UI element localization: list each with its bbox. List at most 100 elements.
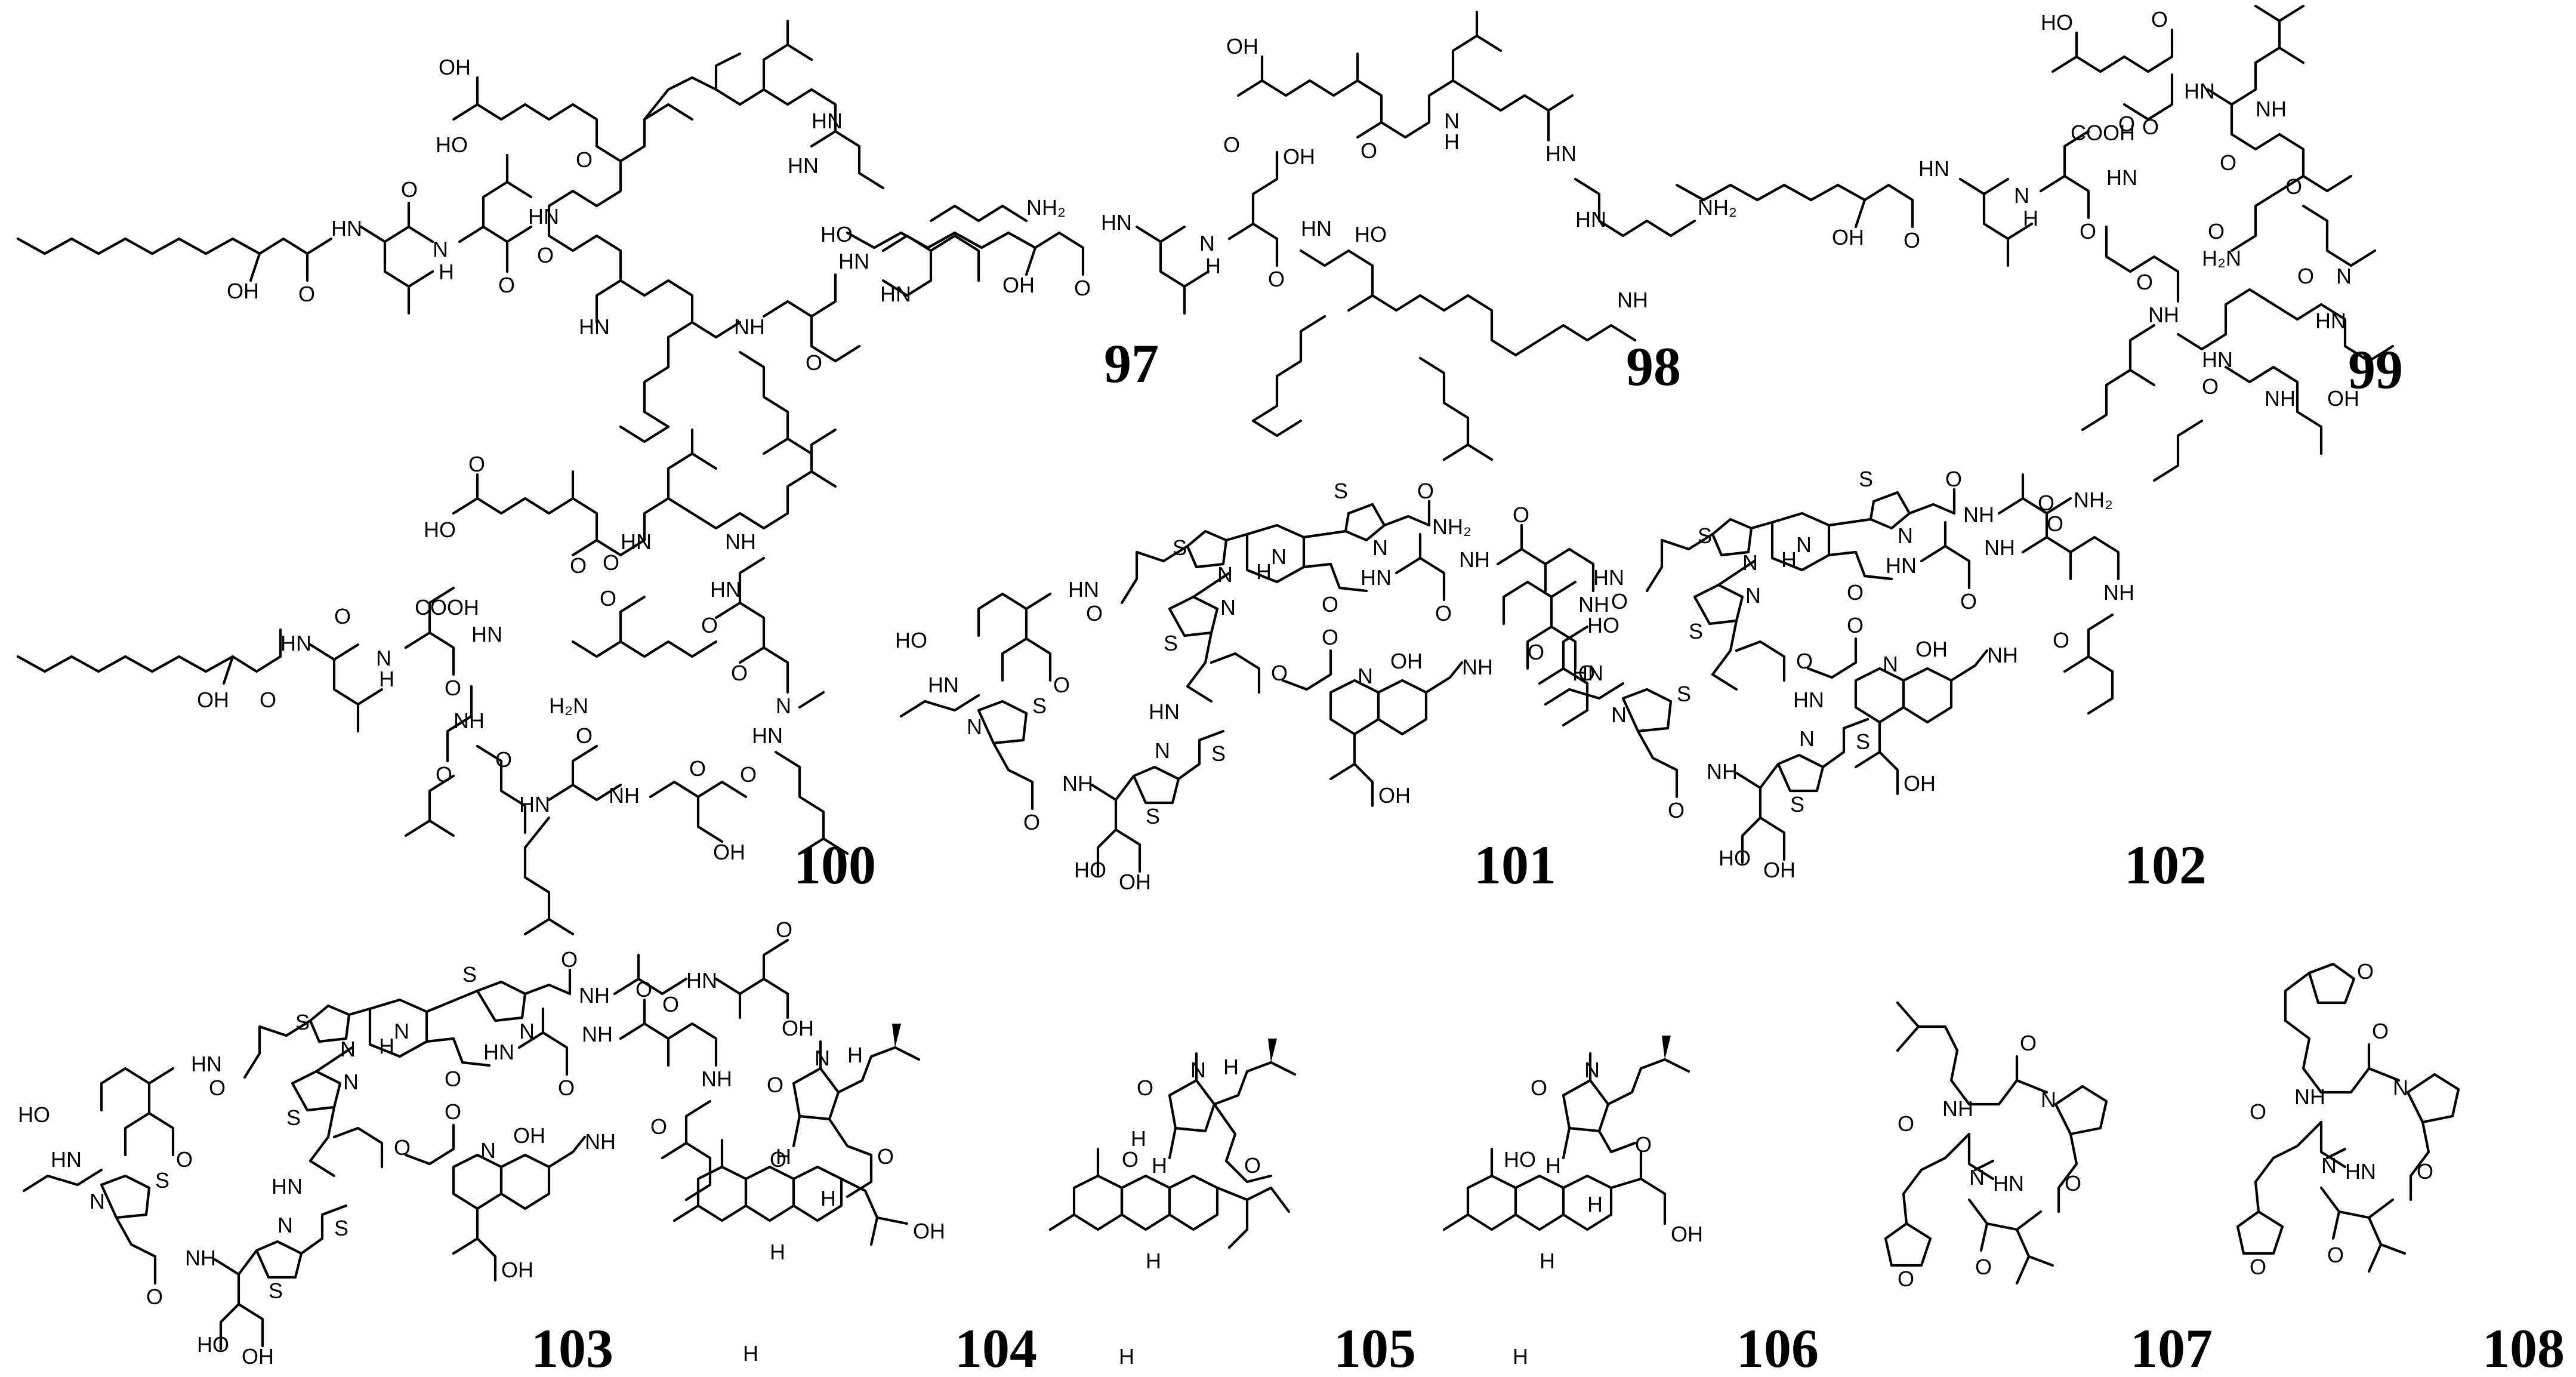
atom-label: O — [1578, 661, 1595, 685]
atom-label: HN — [812, 109, 843, 133]
atom-label: HN — [1575, 207, 1606, 232]
atom-label: NH — [1578, 592, 1609, 617]
atom-label: OH — [439, 55, 471, 79]
atom-label: S — [1677, 682, 1691, 706]
atom-label: N — [1444, 109, 1460, 133]
atom-label: O — [2020, 1031, 2037, 1055]
structure-108: O O O NH N O HN N O O 108 — [2236, 959, 2565, 1377]
atom-label: H — [1540, 1249, 1555, 1273]
atom-label: NH — [1617, 288, 1648, 312]
atom-label: S — [1790, 792, 1804, 817]
atom-label: NH — [1062, 771, 1093, 796]
atom-label: N — [1372, 535, 1388, 560]
atom-label: HN — [1793, 688, 1824, 712]
atom-label: O — [2080, 219, 2096, 244]
atom-label: O — [1322, 625, 1338, 649]
atom-label: NH — [1942, 1096, 1973, 1121]
atom-label: OH — [1763, 858, 1796, 882]
atom-label: O — [2327, 1243, 2344, 1267]
atom-label: O — [1528, 640, 1544, 664]
atom-label: O — [260, 688, 276, 712]
atom-label: N — [1898, 523, 1913, 548]
atom-label: N — [2393, 1076, 2408, 1100]
atom-label: O — [1268, 267, 1285, 291]
atom-label: S — [155, 1168, 169, 1193]
atom-label: HN — [483, 1040, 514, 1064]
atom-label: H — [379, 1034, 394, 1058]
atom-label: HN — [2106, 165, 2137, 190]
atom-label: O — [806, 350, 822, 375]
atom-label: O — [2250, 1255, 2266, 1279]
compound-number-98: 98 — [1626, 336, 1681, 397]
atom-label: HO — [197, 1332, 229, 1357]
atom-label: O — [1435, 601, 1452, 626]
atom-label: N — [433, 237, 448, 261]
atom-label: HO — [820, 222, 853, 247]
atom-label: O — [576, 723, 593, 748]
atom-label: H — [1256, 559, 1272, 584]
atom-label: O — [2151, 7, 2168, 32]
compound-number-106: 106 — [1736, 1318, 1819, 1377]
atom-label: HN — [710, 577, 741, 602]
atom-label: OH — [513, 1123, 545, 1148]
structure-101: S N O NH₂ N H S N O HN HO O HN N S O NH … — [895, 479, 1609, 895]
atom-label: O — [1137, 1076, 1153, 1100]
atom-label: O — [1635, 1132, 1652, 1157]
atom-label: H — [1781, 547, 1797, 572]
atom-label: NH — [701, 1067, 732, 1091]
atom-label: N — [1796, 532, 1812, 557]
atom-label: COOH — [415, 595, 479, 620]
atom-label: S — [1164, 631, 1178, 655]
atom-label: O — [1531, 1076, 1547, 1100]
atom-label: OH — [197, 688, 229, 712]
structure-107: O O NH N O HN N O O 107 — [1884, 1001, 2213, 1377]
atom-label: HN — [1301, 216, 1332, 241]
atom-label: HN — [51, 1147, 82, 1172]
compound-number-105: 105 — [1334, 1318, 1416, 1377]
atom-label: H — [847, 1043, 863, 1067]
atom-label: O — [537, 243, 554, 267]
atom-label: HN — [928, 673, 959, 697]
atom-label: O — [1074, 276, 1091, 300]
atom-label: NH — [2294, 1085, 2325, 1109]
atom-label: OH — [2327, 386, 2359, 411]
atom-label: H₂N — [2202, 246, 2241, 270]
atom-label: HN — [1361, 565, 1392, 590]
atom-label: NH — [2265, 386, 2296, 411]
atom-label: HN — [2315, 309, 2346, 333]
atom-label: HN — [686, 968, 717, 993]
atom-label: HN — [1918, 156, 1949, 181]
atom-label: O — [209, 1076, 226, 1100]
atom-label: O — [1122, 1147, 1139, 1172]
atom-label: NH — [1987, 643, 2018, 667]
atom-label: O — [498, 273, 515, 297]
atom-label: S — [1211, 741, 1226, 766]
atom-label: HN — [579, 315, 610, 339]
atom-label: S — [286, 1105, 301, 1130]
atom-label: O — [2357, 959, 2374, 984]
atom-label: HN — [1572, 661, 1603, 685]
atom-label: O — [701, 613, 718, 637]
atom-label: O — [1053, 673, 1070, 697]
atom-label: O — [650, 1114, 667, 1139]
atom-label: NH — [579, 983, 610, 1008]
atom-label: OH — [1832, 225, 1864, 249]
atom-label: O — [2250, 1099, 2266, 1124]
atom-label: N — [1358, 664, 1373, 688]
atom-label: O — [1904, 228, 1920, 252]
atom-label: O — [2142, 115, 2159, 139]
atom-label: HN — [331, 216, 362, 241]
atom-label: O — [1898, 1111, 1914, 1136]
atom-label: OH — [913, 1219, 945, 1243]
atom-label: O — [445, 1067, 461, 1091]
atom-label: O — [776, 917, 792, 942]
atom-label: O — [1023, 810, 1040, 834]
compound-number-108: 108 — [2482, 1318, 2565, 1377]
atom-label: HO — [1355, 222, 1387, 247]
atom-label: O — [2038, 491, 2054, 515]
atom-label: O — [767, 1073, 783, 1097]
compound-number-101: 101 — [1474, 834, 1556, 895]
compound-number-104: 104 — [955, 1318, 1037, 1377]
atom-label: S — [1032, 694, 1047, 718]
structure-106: O N O HO H H H H OH 106 — [1442, 1036, 1819, 1377]
